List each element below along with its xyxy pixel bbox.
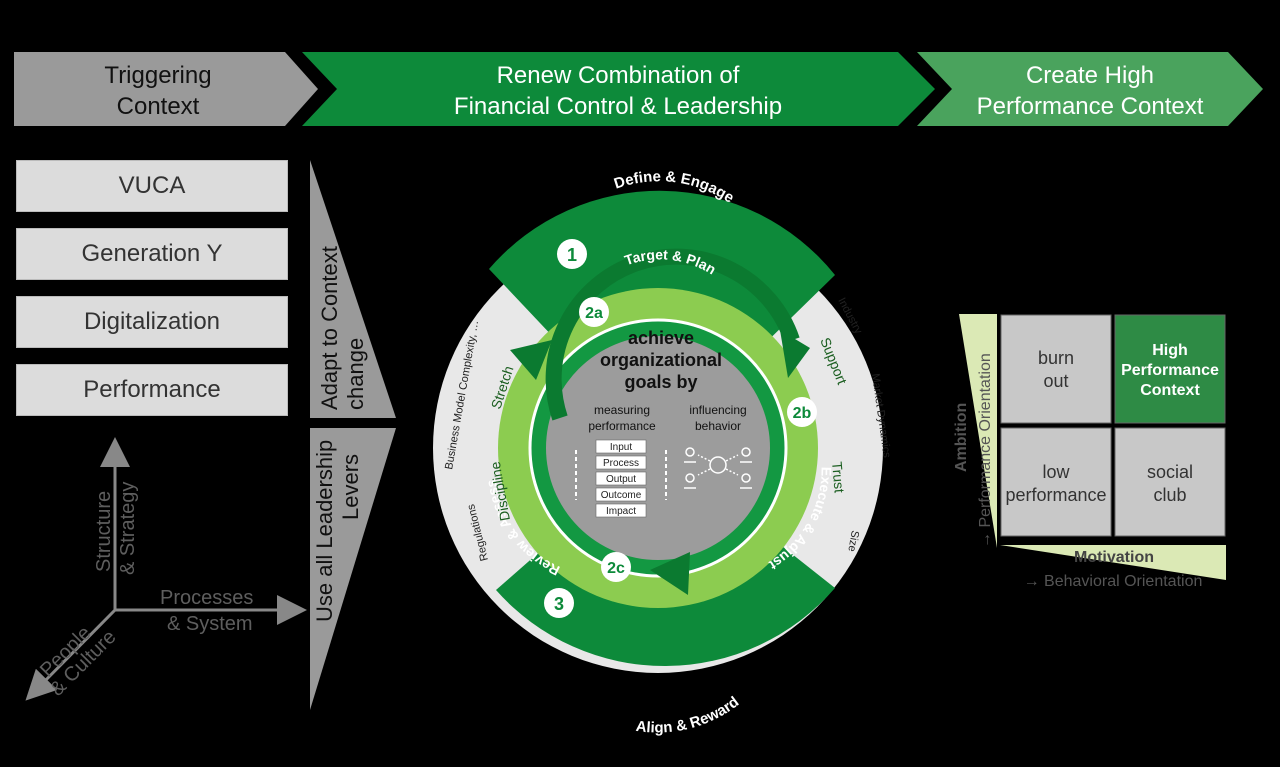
stack-input: Input bbox=[610, 442, 632, 453]
cell-burnout-line2: out bbox=[1043, 371, 1068, 391]
cell-low-line1: low bbox=[1042, 462, 1070, 482]
context-box-digitalization: Digitalization bbox=[16, 296, 288, 348]
step3-label: Align & Reward bbox=[635, 693, 742, 736]
step2b-number: 2b bbox=[793, 405, 812, 422]
step2b-badge: 2b bbox=[787, 397, 817, 427]
banner-triggering-line2: Context bbox=[117, 93, 200, 120]
step2a-badge: 2a bbox=[579, 297, 609, 327]
banner-renew-line1: Renew Combination of bbox=[497, 62, 740, 89]
matrix-y-title: Ambition bbox=[953, 403, 970, 472]
center-measuring-line2: performance bbox=[588, 419, 656, 433]
stack-process: Process bbox=[603, 458, 639, 469]
measure-stack: Input Process Output Outcome Impact bbox=[575, 439, 667, 518]
banner-triggering: Triggering Context bbox=[14, 52, 318, 126]
cell-high-line3: Context bbox=[1140, 382, 1200, 399]
arrow-adapt-line1: Adapt to Context bbox=[317, 246, 342, 410]
ring-label-trust: Trust bbox=[829, 461, 848, 494]
center-influencing-line2: behavior bbox=[695, 419, 741, 433]
arrow-use-line2: Levers bbox=[338, 454, 363, 520]
cell-burnout-line1: burn bbox=[1038, 348, 1074, 368]
cycle-arrowhead-top bbox=[780, 330, 810, 378]
step3-badge: 3 bbox=[544, 588, 574, 618]
matrix-x-subtitle: → Behavioral Orientation bbox=[1024, 573, 1203, 590]
cell-social-line2: club bbox=[1153, 485, 1186, 505]
step3-number: 3 bbox=[554, 594, 564, 614]
center-title-line3: goals by bbox=[624, 372, 697, 392]
step1-badge: 1 bbox=[557, 239, 587, 269]
banner-create-line2: Performance Context bbox=[977, 93, 1204, 120]
center-influencing-line1: influencing bbox=[689, 403, 746, 417]
matrix-x-wedge bbox=[1000, 545, 1226, 580]
cell-burnout bbox=[1000, 314, 1112, 424]
banner-create: Create High Performance Context bbox=[917, 52, 1263, 126]
matrix-x-title: Motivation bbox=[1074, 549, 1154, 566]
axis-horizontal-label1: Processes bbox=[160, 587, 253, 609]
matrix-y-wedge bbox=[959, 314, 997, 548]
arrow-use-line1: Use all Leadership bbox=[312, 440, 337, 622]
network-people-icon bbox=[684, 447, 752, 489]
cell-social-line1: social bbox=[1147, 462, 1193, 482]
banner-create-line1: Create High bbox=[1026, 62, 1154, 89]
axis-vertical-label1: Structure bbox=[93, 491, 115, 572]
cycle-diagram: Define & Engage Target & Plan Align & Re… bbox=[433, 168, 893, 736]
banner-triggering-line1: Triggering bbox=[104, 62, 211, 89]
axes-3d: Structure & Strategy Processes & System … bbox=[25, 437, 307, 701]
arrow-adapt-line2: change bbox=[343, 338, 368, 410]
banner-renew-line2: Financial Control & Leadership bbox=[454, 93, 782, 120]
context-label-generation-y: Generation Y bbox=[81, 240, 223, 267]
outer-label-size: Size bbox=[845, 529, 861, 552]
arrow-adapt: Adapt to Context change bbox=[310, 160, 396, 418]
matrix-y-subtitle: → Performance Orientation bbox=[977, 353, 994, 548]
stack-outcome: Outcome bbox=[601, 490, 642, 501]
banner-renew: Renew Combination of Financial Control &… bbox=[302, 52, 935, 126]
context-box-generation-y: Generation Y bbox=[16, 228, 288, 280]
context-box-vuca: VUCA bbox=[16, 160, 288, 212]
cell-high-line2: Performance bbox=[1121, 362, 1219, 379]
step2c-badge: 2c bbox=[601, 552, 631, 582]
axis-diagonal-arrow bbox=[25, 608, 117, 701]
context-label-vuca: VUCA bbox=[118, 172, 186, 199]
cell-social-club bbox=[1114, 427, 1226, 537]
center-title-line2: organizational bbox=[600, 350, 722, 370]
cell-low-performance bbox=[1000, 427, 1112, 537]
step1-number: 1 bbox=[567, 245, 577, 265]
center-title-line1: achieve bbox=[628, 328, 694, 348]
cycle-arrowhead-left bbox=[510, 340, 552, 380]
axis-vertical-label2: & Strategy bbox=[117, 482, 139, 575]
cell-low-line2: performance bbox=[1005, 485, 1106, 505]
stack-impact: Impact bbox=[606, 506, 636, 517]
cycle-ring-separator bbox=[528, 318, 788, 578]
step2a-number: 2a bbox=[585, 305, 603, 322]
context-label-performance: Performance bbox=[83, 376, 221, 403]
axis-horizontal-label2: & System bbox=[167, 613, 253, 635]
arrow-use: Use all Leadership Levers bbox=[310, 428, 396, 710]
stack-output: Output bbox=[606, 474, 636, 485]
context-label-digitalization: Digitalization bbox=[83, 308, 221, 335]
cell-high-performance bbox=[1114, 314, 1226, 424]
context-box-performance: Performance bbox=[16, 364, 288, 416]
cell-high-line1: High bbox=[1152, 342, 1188, 359]
performance-matrix: burn out High Performance Context low pe… bbox=[953, 314, 1226, 590]
center-measuring-line1: measuring bbox=[594, 403, 650, 417]
cycle-arrow-top bbox=[545, 248, 800, 421]
cycle-arrowhead-bottom bbox=[650, 552, 690, 595]
step2c-number: 2c bbox=[607, 560, 625, 577]
